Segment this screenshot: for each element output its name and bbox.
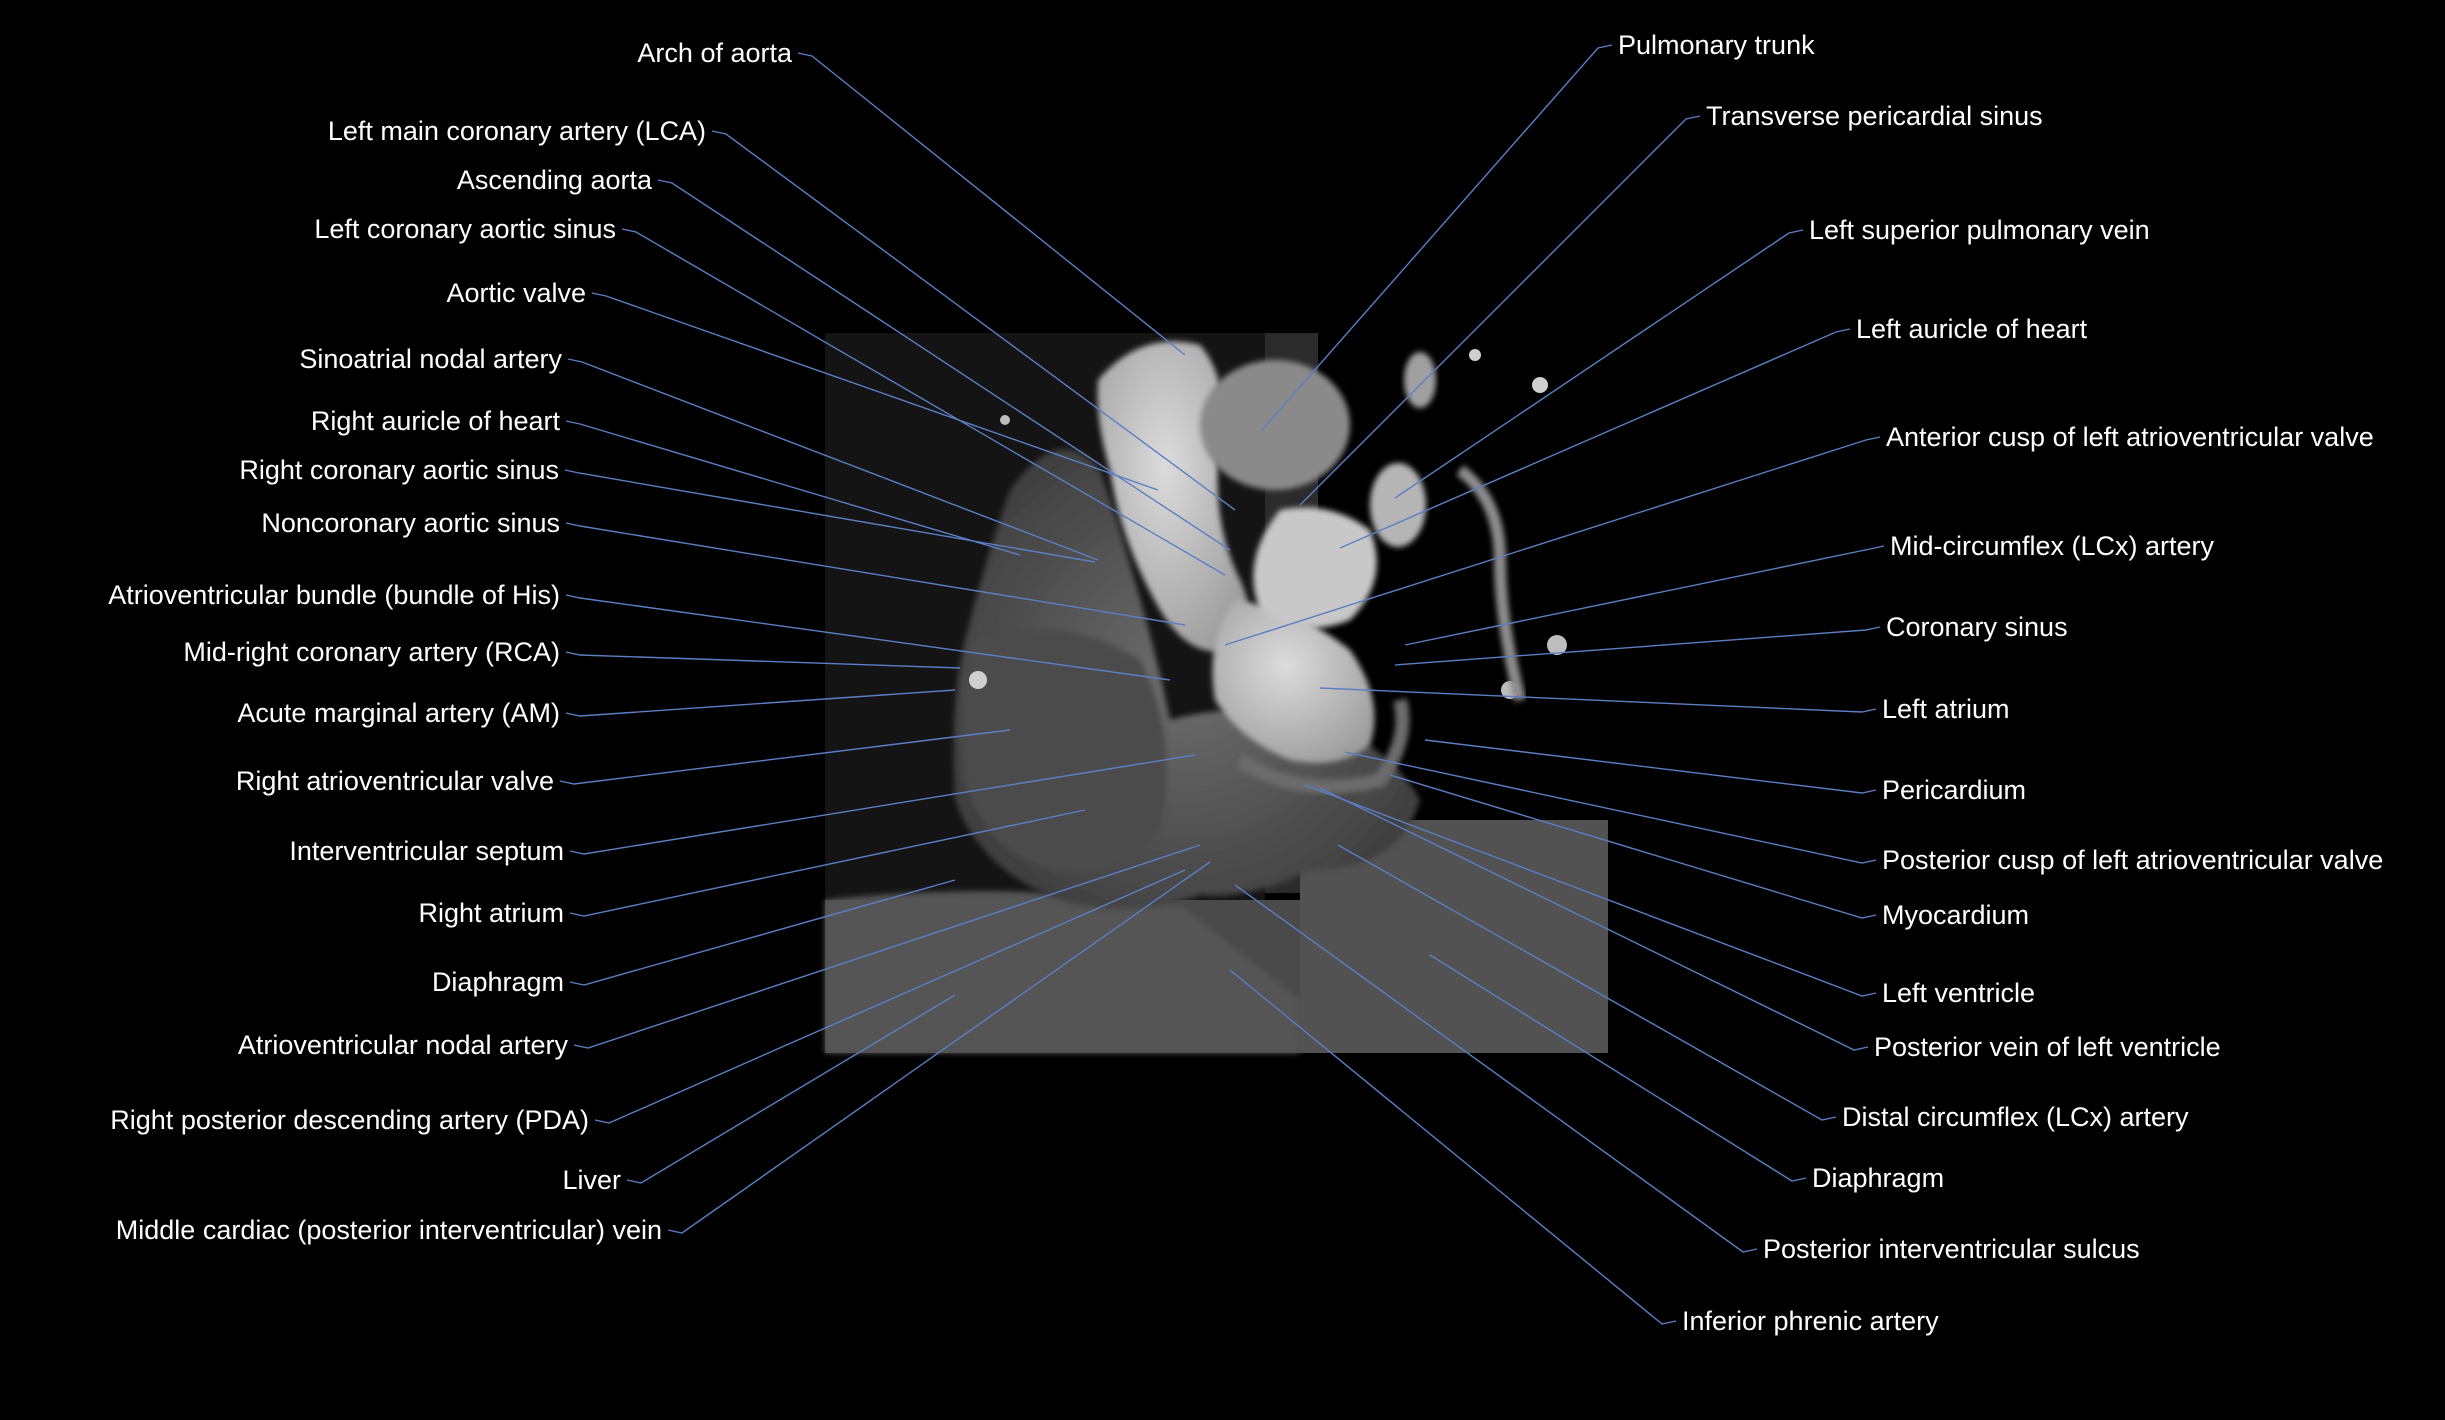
leader-line-left-superior-pulmonary-vein	[1394, 229, 1804, 499]
label-right-posterior-cusp-of-left-atrioventricular-valve: Posterior cusp of left atrioventricular …	[1882, 845, 2384, 875]
leader-line-mid-circumflex-lcx-artery	[1404, 545, 1885, 646]
label-right-coronary-sinus: Coronary sinus	[1886, 612, 2068, 642]
leader-line-interventricular-septum	[569, 754, 1196, 855]
label-right-left-superior-pulmonary-vein: Left superior pulmonary vein	[1809, 215, 2150, 245]
label-right-inferior-phrenic-artery: Inferior phrenic artery	[1682, 1306, 1939, 1336]
leader-line-inferior-phrenic-artery	[1229, 969, 1677, 1325]
label-right-transverse-pericardial-sinus: Transverse pericardial sinus	[1706, 101, 2043, 131]
leader-line-mid-right-coronary-artery-rca	[565, 651, 961, 669]
leader-line-diaphragm	[569, 879, 956, 986]
myocardium-rim	[1236, 698, 1410, 794]
leader-line-right-atrium	[569, 809, 1086, 917]
label-right-pericardium: Pericardium	[1882, 775, 2027, 805]
leader-line-left-ventricle	[1304, 784, 1877, 997]
label-left-mid-right-coronary-artery-rca: Mid-right coronary artery (RCA)	[183, 637, 560, 667]
leader-line-left-main-coronary-artery-lca	[711, 130, 1236, 511]
label-left-noncoronary-aortic-sinus: Noncoronary aortic sinus	[261, 508, 560, 538]
leader-line-atrioventricular-nodal-artery	[573, 844, 1201, 1049]
leader-line-pulmonary-trunk	[1261, 44, 1613, 431]
label-left-left-main-coronary-artery-lca: Left main coronary artery (LCA)	[327, 116, 706, 146]
label-right-myocardium: Myocardium	[1882, 900, 2030, 930]
aortic-root-shape	[1253, 507, 1377, 628]
label-left-sinoatrial-nodal-artery: Sinoatrial nodal artery	[299, 344, 562, 374]
leader-line-pericardium	[1424, 739, 1877, 794]
leader-line-diaphragm	[1429, 954, 1807, 1182]
leader-line-sinoatrial-nodal-artery	[567, 358, 1099, 561]
leader-line-distal-circumflex-lcx-artery	[1337, 844, 1837, 1121]
leader-lines	[559, 44, 1885, 1325]
label-left-right-auricle-of-heart: Right auricle of heart	[310, 406, 560, 436]
leader-line-myocardium	[1389, 774, 1877, 919]
label-right-distal-circumflex-lcx-artery: Distal circumflex (LCx) artery	[1842, 1102, 2189, 1132]
label-left-right-atrium: Right atrium	[418, 898, 564, 928]
pulmonary-vein-shape	[1404, 352, 1436, 408]
label-left-interventricular-septum: Interventricular septum	[289, 836, 564, 866]
leader-line-posterior-interventricular-sulcus	[1234, 884, 1758, 1253]
leader-line-ascending-aorta	[657, 179, 1231, 551]
leader-line-aortic-valve	[591, 292, 1159, 491]
leader-line-noncoronary-aortic-sinus	[565, 522, 1186, 626]
label-left-liver: Liver	[562, 1165, 621, 1195]
label-left-right-atrioventricular-valve: Right atrioventricular valve	[235, 766, 554, 796]
liver-region	[825, 891, 1300, 1053]
leader-line-right-coronary-aortic-sinus	[564, 469, 1096, 563]
label-left-acute-marginal-artery-am: Acute marginal artery (AM)	[237, 698, 560, 728]
label-left-right-posterior-descending-artery-pda: Right posterior descending artery (PDA)	[110, 1105, 589, 1135]
leader-line-right-atrioventricular-valve	[559, 729, 1011, 785]
label-right-pulmonary-trunk: Pulmonary trunk	[1618, 30, 1815, 60]
left-atrium-shape	[1212, 600, 1375, 763]
leader-line-acute-marginal-artery-am	[565, 689, 956, 717]
label-right-posterior-vein-of-left-ventricle: Posterior vein of left ventricle	[1874, 1032, 2221, 1062]
label-left-middle-cardiac-posterior-interventricular-vein: Middle cardiac (posterior interventricul…	[115, 1215, 662, 1245]
label-right-left-ventricle: Left ventricle	[1882, 978, 2036, 1008]
label-right-left-auricle-of-heart: Left auricle of heart	[1856, 314, 2088, 344]
vessel-dot	[1469, 349, 1481, 361]
leader-line-left-atrium	[1319, 687, 1877, 713]
right-chambers	[963, 628, 1167, 872]
pulmonary-trunk-shape	[1200, 360, 1350, 490]
lung-vessels	[1456, 465, 1526, 702]
vessel-dot	[1547, 635, 1567, 655]
leader-line-posterior-vein-of-left-ventricle	[1319, 787, 1869, 1051]
label-right-mid-circumflex-lcx-artery: Mid-circumflex (LCx) artery	[1890, 531, 2215, 561]
label-right-diaphragm: Diaphragm	[1812, 1163, 1945, 1193]
label-left-aortic-valve: Aortic valve	[446, 278, 586, 308]
leader-line-left-auricle-of-heart	[1339, 328, 1851, 549]
label-left-left-coronary-aortic-sinus: Left coronary aortic sinus	[314, 214, 616, 244]
leader-line-transverse-pericardial-sinus	[1299, 115, 1701, 506]
leader-line-atrioventricular-bundle-bundle-of-his	[565, 594, 1171, 681]
label-left-diaphragm: Diaphragm	[431, 967, 564, 997]
label-left-atrioventricular-bundle-bundle-of-his: Atrioventricular bundle (bundle of His)	[108, 580, 560, 610]
label-left-atrioventricular-nodal-artery: Atrioventricular nodal artery	[237, 1030, 568, 1060]
leader-line-right-posterior-descending-artery-pda	[594, 869, 1186, 1124]
leader-line-left-coronary-aortic-sinus	[621, 228, 1226, 576]
label-right-posterior-interventricular-sulcus: Posterior interventricular sulcus	[1763, 1234, 2140, 1264]
leader-line-right-auricle-of-heart	[565, 420, 1021, 556]
left-auricle-shape	[1370, 463, 1426, 547]
label-right-left-atrium: Left atrium	[1882, 694, 2010, 724]
vessel-dot	[1532, 377, 1548, 393]
label-left-right-coronary-aortic-sinus: Right coronary aortic sinus	[239, 455, 559, 485]
leader-line-posterior-cusp-of-left-atrioventricular-valve	[1344, 751, 1877, 864]
leader-line-coronary-sinus	[1394, 626, 1881, 666]
leader-line-anterior-cusp-of-left-atrioventricular-valve	[1224, 436, 1881, 646]
leader-line-middle-cardiac-posterior-interventricular-vein	[667, 861, 1211, 1234]
label-right-anterior-cusp-of-left-atrioventricular-valve: Anterior cusp of left atrioventricular v…	[1886, 422, 2374, 452]
leader-line-arch-of-aorta	[797, 52, 1186, 356]
label-left-arch-of-aorta: Arch of aorta	[637, 38, 792, 68]
vessel-dot	[969, 671, 987, 689]
vessel-dot	[1000, 415, 1010, 425]
label-left-ascending-aorta: Ascending aorta	[456, 165, 652, 195]
leader-line-liver	[626, 994, 956, 1184]
